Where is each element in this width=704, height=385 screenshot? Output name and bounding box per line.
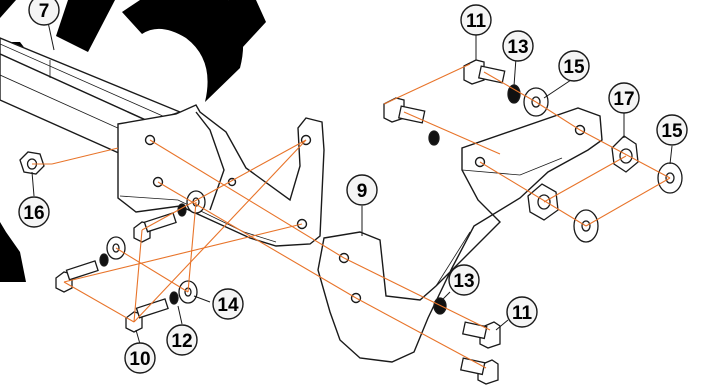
callout-c13b: 13 xyxy=(448,264,480,296)
nut-16 xyxy=(19,151,45,175)
callout-c17: 17 xyxy=(608,82,640,114)
callout-c14: 14 xyxy=(212,288,244,320)
bolt-11-upper xyxy=(463,59,506,85)
callout-label: 15 xyxy=(661,121,683,142)
bolt-10-left xyxy=(55,260,99,293)
bolt-10-upper xyxy=(133,212,177,243)
callout-label: 9 xyxy=(357,181,368,202)
callout-label: 14 xyxy=(217,295,239,316)
callout-c15a: 15 xyxy=(558,50,590,82)
bolt-11-lower-a xyxy=(461,321,501,349)
bracket-plate xyxy=(317,107,603,363)
callout-label: 10 xyxy=(129,349,150,370)
nut-17-lower xyxy=(527,183,559,221)
callout-c16: 16 xyxy=(18,196,50,228)
bolt-10-lower xyxy=(125,298,169,333)
lock-washer-12-a xyxy=(99,253,109,267)
callout-label: 13 xyxy=(507,37,528,58)
lock-washer-12-c xyxy=(169,291,179,305)
callout-c11b: 11 xyxy=(506,296,538,328)
callout-c15b: 15 xyxy=(656,114,688,146)
callout-c12: 12 xyxy=(166,324,198,356)
assembly-lines xyxy=(32,63,671,369)
lock-washer-13-b xyxy=(428,130,440,146)
callout-label: 12 xyxy=(171,331,192,352)
callout-c10: 10 xyxy=(124,342,156,374)
callout-label: 13 xyxy=(453,271,474,292)
leader-lines xyxy=(31,21,673,345)
callout-label: 7 xyxy=(39,1,50,22)
callout-label: 16 xyxy=(23,203,44,224)
lock-washer-13-a xyxy=(507,84,521,104)
callouts: 7 11 13 15 17 15 9 16 14 13 11 10 12 xyxy=(18,0,688,374)
callout-label: 17 xyxy=(613,89,634,110)
callout-label: 11 xyxy=(512,303,533,324)
callout-label: 15 xyxy=(563,57,585,78)
callout-c11a: 11 xyxy=(460,4,492,36)
callout-c7: 7 xyxy=(28,0,60,26)
callout-c9: 9 xyxy=(346,174,378,206)
bolt-11-lower-b xyxy=(459,357,499,385)
hardware xyxy=(19,59,683,385)
callout-c13a: 13 xyxy=(502,30,534,62)
callout-label: 11 xyxy=(466,11,487,32)
lock-washer-13-c xyxy=(433,297,447,315)
